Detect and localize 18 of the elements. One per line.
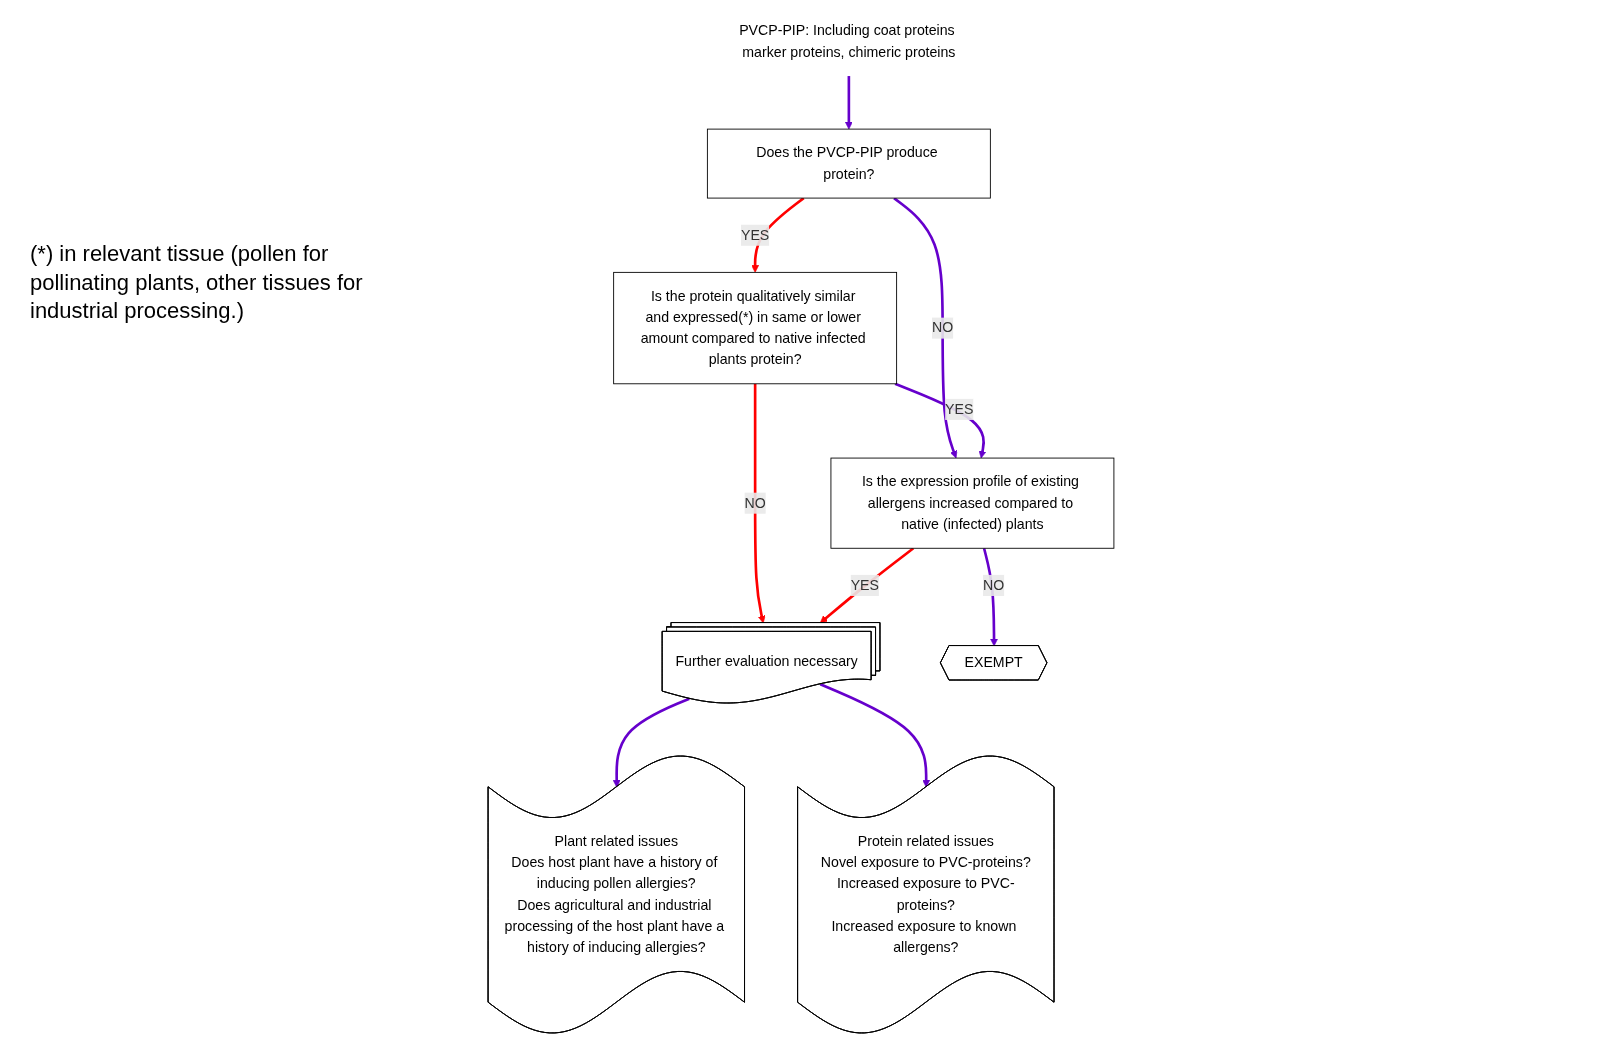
edge-label: NO — [983, 577, 1005, 593]
arrow — [753, 383, 766, 624]
arrow — [893, 197, 958, 459]
edge-label: NO — [744, 495, 766, 511]
edge-label: NO — [931, 320, 954, 336]
node-box: Is the protein qualitatively similar and expressed(*) in same or lower amount compared to native infected plants protein? — [613, 271, 898, 385]
arrow — [894, 382, 987, 459]
arrow — [845, 76, 853, 130]
arrow — [819, 683, 931, 788]
footnote-text: (*) in relevant tissue (pollen for pollinating plants, other tissues for industrial processing.) — [30, 240, 364, 326]
node-box: Is the expression profile of existing allergens increased compared to native (infected) plants — [830, 457, 1115, 549]
node-box: Does the PVCP-PIP produce protein? — [706, 128, 991, 199]
edge-label: YES — [740, 227, 770, 243]
edge-label: YES — [850, 577, 879, 593]
arrow — [612, 697, 690, 788]
arrow — [819, 547, 915, 624]
edge-label: YES — [945, 401, 974, 417]
node-text: PVCP-PIP: Including coat proteins marker proteins, chimeric proteins — [739, 22, 956, 60]
